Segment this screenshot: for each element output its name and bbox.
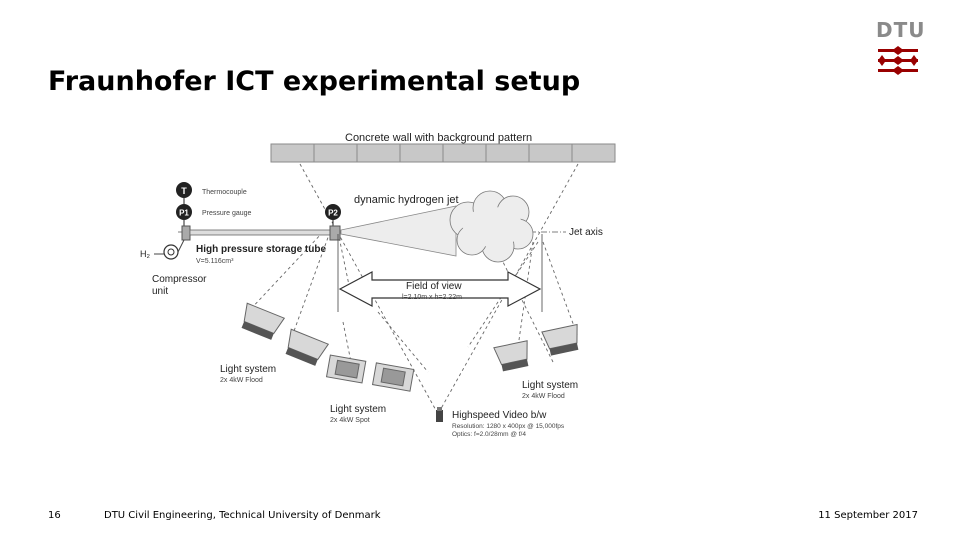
thermocouple-label: Thermocouple bbox=[202, 189, 247, 196]
fov-size: l=2.10m x h=2.22m bbox=[402, 294, 462, 301]
light-left-2 bbox=[285, 328, 330, 366]
svg-text:P1: P1 bbox=[179, 209, 189, 218]
light-left-sub: 2x 4kW Flood bbox=[220, 377, 263, 384]
p1-gauge-symbol: P1 bbox=[176, 204, 192, 220]
storage-tube bbox=[181, 225, 341, 241]
slide-title: Fraunhofer ICT experimental setup bbox=[48, 66, 581, 97]
light-left-label: Light system bbox=[220, 364, 276, 375]
light-mid-2 bbox=[371, 362, 415, 392]
tube-volume: V=5.116cm³ bbox=[196, 258, 234, 265]
thermocouple-symbol: T bbox=[176, 182, 192, 198]
dtu-logo-emblem-icon bbox=[878, 46, 918, 75]
p2-gauge-symbol: P2 bbox=[325, 204, 341, 220]
light-right-sub: 2x 4kW Flood bbox=[522, 393, 565, 400]
h2-label: H₂ bbox=[140, 249, 150, 259]
light-right-2 bbox=[541, 323, 579, 356]
svg-text:T: T bbox=[181, 186, 187, 196]
light-mid-label: Light system bbox=[330, 404, 386, 415]
camera-icon bbox=[436, 407, 443, 422]
field-of-view-arrow bbox=[338, 271, 542, 307]
compressor-icon bbox=[163, 244, 179, 260]
experimental-setup-diagram: Concrete wall with background pattern Je… bbox=[140, 132, 616, 438]
svg-text:P2: P2 bbox=[328, 209, 338, 218]
jet-cone bbox=[340, 205, 457, 257]
jet-label: dynamic hydrogen jet bbox=[354, 194, 459, 206]
jet-axis-label: Jet axis bbox=[569, 227, 603, 238]
footer-organization: DTU Civil Engineering, Technical Univers… bbox=[104, 510, 381, 521]
camera-label: Highspeed Video b/w bbox=[452, 410, 547, 421]
light-right-label: Light system bbox=[522, 380, 578, 391]
dtu-logo-text: DTU bbox=[876, 18, 926, 42]
footer-date: 11 September 2017 bbox=[818, 510, 918, 521]
wall-label: Concrete wall with background pattern bbox=[345, 132, 532, 144]
hydrogen-cloud bbox=[449, 190, 534, 263]
light-mid-1 bbox=[325, 354, 367, 384]
view-lines bbox=[247, 163, 579, 415]
light-left-1 bbox=[241, 302, 286, 340]
page-number: 16 bbox=[48, 510, 61, 521]
dtu-logo: DTU bbox=[876, 18, 926, 82]
light-right-1 bbox=[493, 340, 529, 372]
concrete-wall bbox=[270, 143, 616, 163]
compressor-label-line1: Compressor bbox=[152, 274, 207, 285]
camera-optics: Optics: f=2.0/28mm @ f/4 bbox=[452, 431, 526, 438]
compressor-label-line2: unit bbox=[152, 286, 168, 297]
light-mid-sub: 2x 4kW Spot bbox=[330, 417, 370, 424]
pressure-gauge-label: Pressure gauge bbox=[202, 210, 252, 217]
tube-label: High pressure storage tube bbox=[196, 244, 326, 255]
fov-label: Field of view bbox=[406, 281, 462, 292]
camera-resolution: Resolution: 1280 x 400px @ 15,000fps bbox=[452, 423, 565, 430]
